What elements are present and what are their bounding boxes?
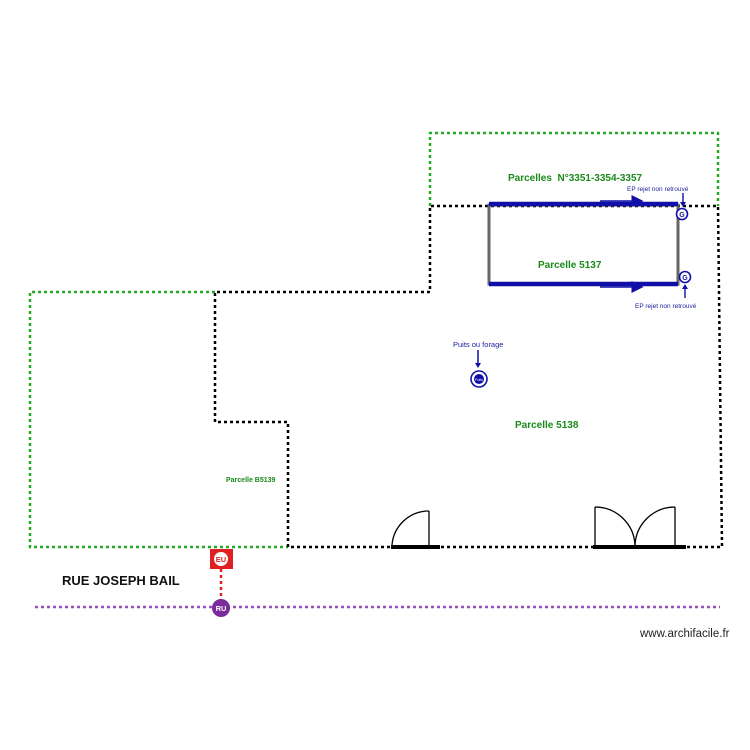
arrow-down-icon (680, 193, 686, 207)
building-outline (487, 203, 680, 286)
ru-icon: RU (212, 599, 230, 617)
label-parcelle-b5139: Parcelle B5139 (226, 477, 276, 484)
boundary-parcelles-top (428, 131, 720, 206)
boundary-parcelle-5138 (213, 204, 724, 549)
green-boundaries (28, 131, 720, 549)
door-double-icon (593, 506, 686, 549)
arrow-up-icon (682, 284, 688, 298)
gutter-bottom-label: G (682, 275, 688, 282)
door-single-icon (391, 510, 440, 549)
black-boundaries (213, 204, 724, 549)
ru-label: RU (216, 604, 227, 613)
gutter-top-label: G (679, 212, 685, 219)
boundary-parcelle-b5139 (28, 290, 288, 549)
label-parcelles-top: Parcelles N°3351-3354-3357 (508, 173, 643, 184)
watermark: www.archifacile.fr (639, 628, 730, 640)
label-ep-rejet-top: EP rejet non retrouvé (627, 186, 689, 193)
well-icon: Puits (470, 350, 488, 388)
gutter-icon: G (678, 270, 692, 284)
gutter-icon: G (675, 207, 689, 221)
eu-icon: EU (210, 549, 233, 569)
sewer-connection (35, 569, 720, 609)
eu-label: EU (216, 555, 226, 564)
label-parcelle-5137: Parcelle 5137 (538, 260, 602, 271)
label-ep-rejet-bottom: EP rejet non retrouvé (635, 303, 697, 310)
building-parcelle-5137 (487, 195, 680, 293)
well-symbol-label: Puits (475, 378, 483, 382)
label-parcelle-5138: Parcelle 5138 (515, 420, 579, 431)
label-street: RUE JOSEPH BAIL (62, 573, 180, 588)
label-puits: Puits ou forage (453, 340, 503, 349)
